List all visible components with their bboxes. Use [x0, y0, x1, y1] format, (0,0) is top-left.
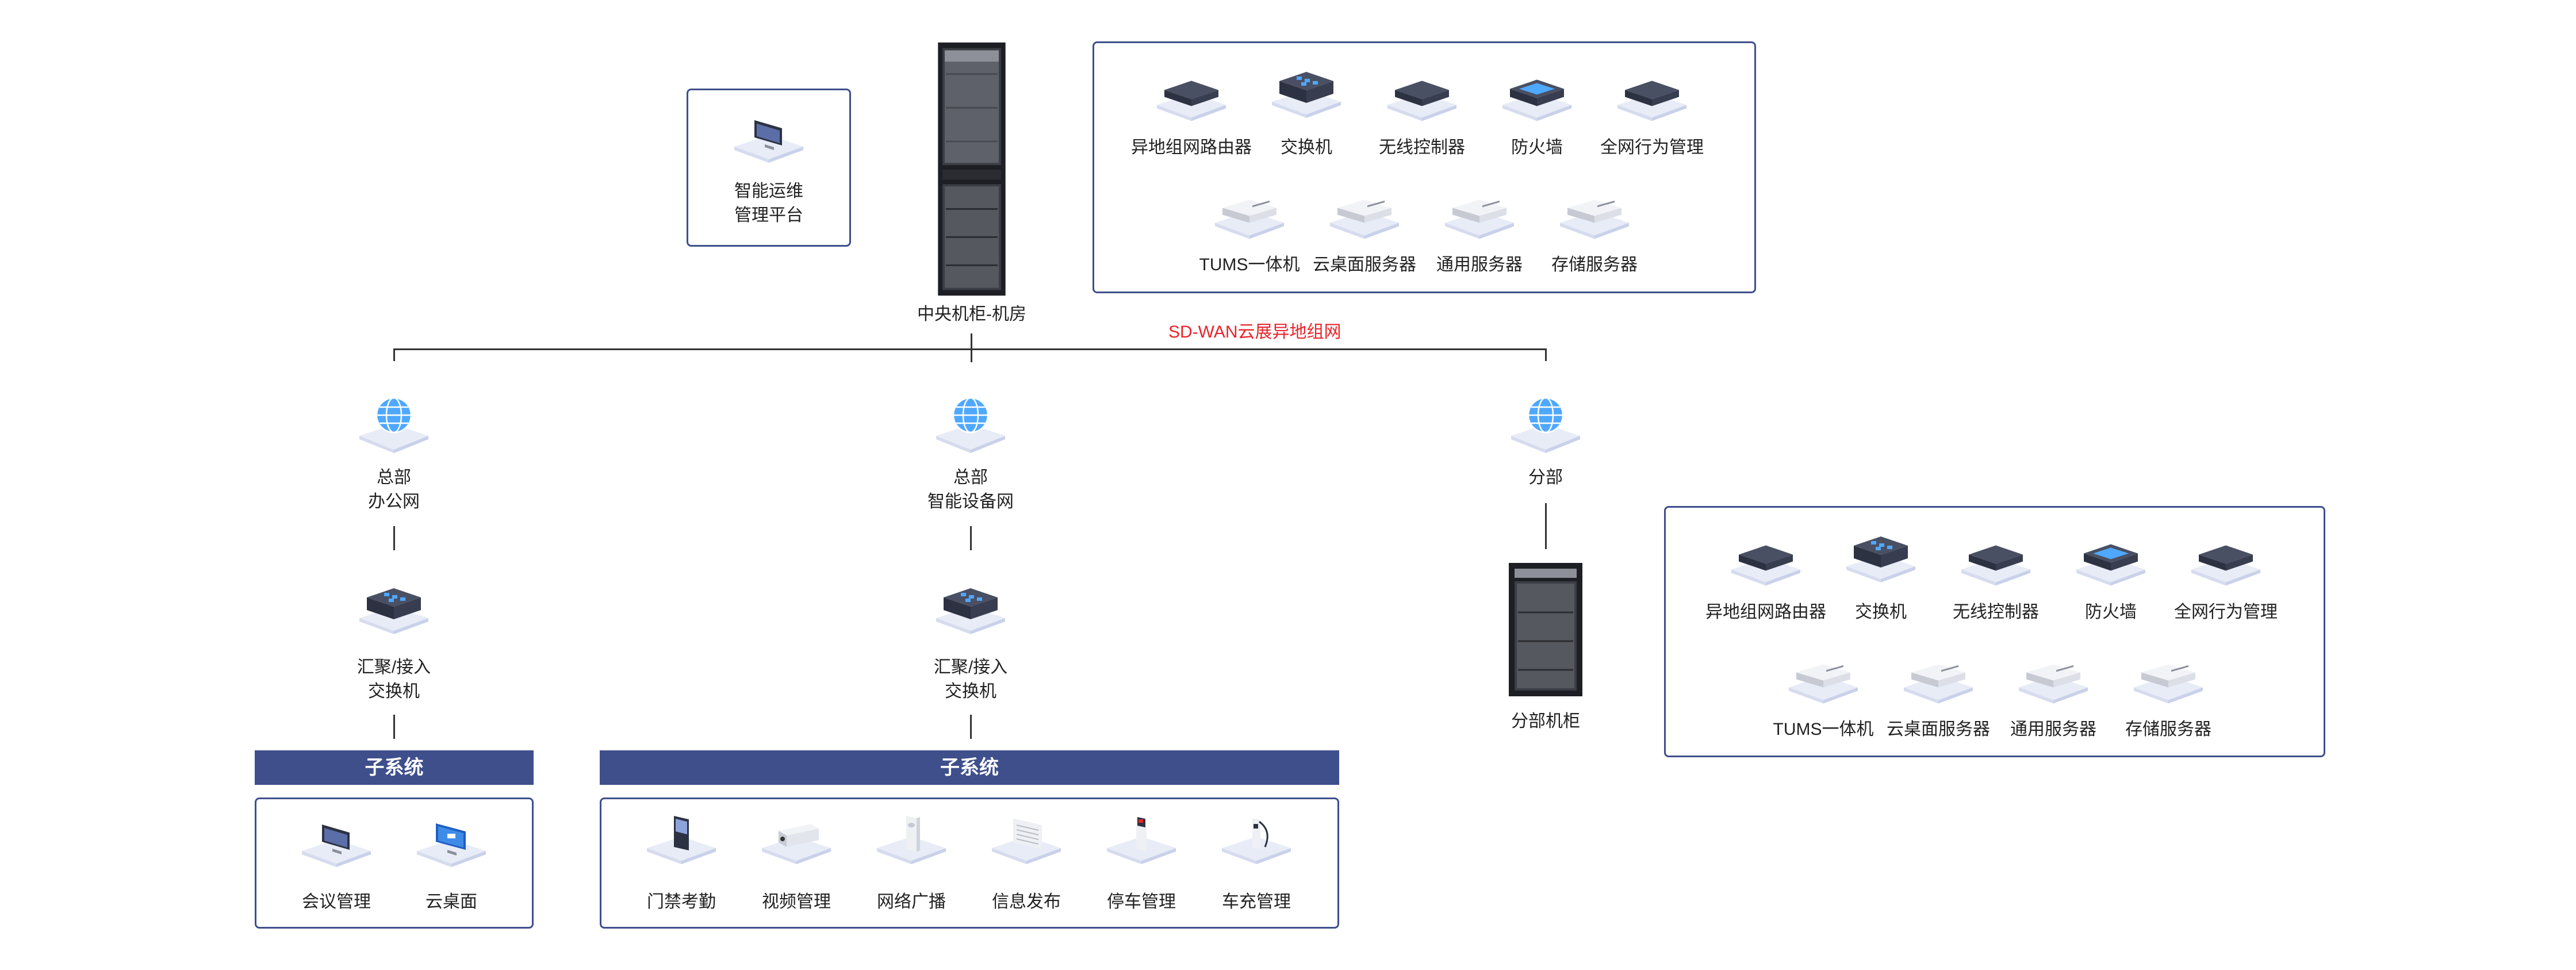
branch-device-label: TUMS一体机 [1773, 720, 1874, 739]
subsystem-label: 停车管理 [1107, 892, 1176, 911]
drop-line-branch [1545, 348, 1547, 361]
switch-label-left-1: 汇聚/接入 [356, 658, 431, 677]
wireless-controller-icon [1958, 534, 2033, 588]
broadcast-speaker-icon [874, 811, 949, 868]
sdwan-bus-line [393, 348, 1547, 350]
globe-icon [933, 391, 1008, 454]
laptop-icon [731, 109, 806, 167]
central-device-label: TUMS一体机 [1199, 255, 1300, 274]
central-device-label: 异地组网路由器 [1131, 138, 1252, 157]
subsystem-label: 信息发布 [992, 892, 1061, 911]
cloud-desktop-server-icon [1327, 187, 1402, 241]
branch-device-label: 防火墙 [2085, 603, 2137, 622]
cloud-desktop-icon [414, 814, 489, 871]
info-display-icon [989, 811, 1064, 868]
camera-icon [759, 811, 834, 868]
line-to-branch-cabinet [1545, 503, 1547, 549]
branch-device-label: 通用服务器 [2010, 720, 2096, 739]
branch-device-label: 交换机 [1855, 603, 1907, 622]
central-cabinet-icon [931, 40, 1012, 299]
parking-barrier-icon [1104, 811, 1179, 868]
ops-platform-label-1: 智能运维 [734, 182, 803, 201]
subsystem-label: 网络广播 [877, 892, 946, 911]
line-to-switch-left [393, 526, 395, 550]
hq-office-label-1: 总部 [377, 468, 411, 487]
access-control-icon [644, 811, 719, 868]
central-device-label: 存储服务器 [1551, 255, 1638, 274]
central-device-label: 通用服务器 [1436, 255, 1523, 274]
subsystem-banner-mid: 子系统 [600, 750, 1339, 785]
central-cabinet-label: 中央机柜-机房 [917, 305, 1026, 324]
hq-office-label-2: 办公网 [368, 492, 420, 511]
tums-server-icon [1212, 187, 1287, 241]
line-to-switch-mid [970, 526, 972, 550]
aggregation-switch-icon [933, 581, 1008, 638]
branch-device-label: 全网行为管理 [2174, 603, 2278, 622]
subsystem-box-left [255, 798, 534, 929]
sdwan-label: SD-WAN云展异地组网 [1168, 323, 1341, 342]
behavior-management-icon [1615, 69, 1689, 124]
cloud-desktop-server-icon [1901, 651, 1976, 706]
router-icon [1154, 69, 1229, 124]
central-device-label: 交换机 [1281, 138, 1332, 157]
switch-label-mid-1: 汇聚/接入 [933, 658, 1008, 677]
central-device-label: 防火墙 [1511, 138, 1563, 157]
ops-platform-box [687, 89, 851, 247]
storage-server-icon [2131, 651, 2206, 706]
general-server-icon [2016, 651, 2091, 706]
aggregation-switch-icon [356, 581, 431, 638]
behavior-management-icon [2188, 534, 2263, 588]
globe-icon [356, 391, 431, 454]
storage-server-icon [1557, 187, 1632, 241]
branch-device-label: 云桌面服务器 [1887, 720, 1990, 739]
wireless-controller-icon [1385, 69, 1459, 124]
branch-label: 分部 [1528, 468, 1563, 487]
ev-charger-icon [1219, 811, 1294, 868]
central-device-label: 无线控制器 [1379, 138, 1465, 157]
subsystem-label: 车充管理 [1222, 892, 1291, 911]
central-drop-line [971, 333, 972, 362]
branch-cabinet-icon [1505, 561, 1586, 699]
branch-device-label: 异地组网路由器 [1705, 603, 1826, 622]
branch-cabinet-label: 分部机柜 [1511, 712, 1580, 731]
switch-label-left-2: 交换机 [368, 682, 420, 701]
subsystem-banner-left: 子系统 [255, 750, 534, 785]
general-server-icon [1442, 187, 1517, 241]
line-to-subsystem-mid [970, 715, 972, 739]
drop-line-hq-office [393, 348, 395, 361]
subsystem-label: 会议管理 [302, 892, 371, 911]
hq-smart-label-1: 总部 [953, 468, 988, 487]
firewall-icon [2073, 534, 2148, 588]
subsystem-label: 云桌面 [425, 892, 477, 911]
branch-device-label: 存储服务器 [2125, 720, 2211, 739]
firewall-icon [1500, 69, 1574, 124]
meeting-display-icon [299, 814, 374, 871]
switch-icon [1843, 529, 1918, 586]
line-to-subsystem-left [393, 715, 395, 739]
subsystem-label: 门禁考勤 [647, 892, 716, 911]
ops-platform-label-2: 管理平台 [734, 206, 803, 225]
tums-server-icon [1786, 651, 1861, 706]
switch-label-mid-2: 交换机 [945, 682, 996, 701]
hq-smart-label-2: 智能设备网 [927, 492, 1014, 511]
router-icon [1728, 534, 1803, 588]
central-device-label: 云桌面服务器 [1313, 255, 1416, 274]
branch-device-label: 无线控制器 [1953, 603, 2039, 622]
subsystem-box-mid [600, 798, 1339, 929]
central-device-label: 全网行为管理 [1600, 138, 1704, 157]
switch-icon [1269, 64, 1344, 122]
subsystem-label: 视频管理 [762, 892, 831, 911]
globe-icon [1508, 391, 1583, 454]
